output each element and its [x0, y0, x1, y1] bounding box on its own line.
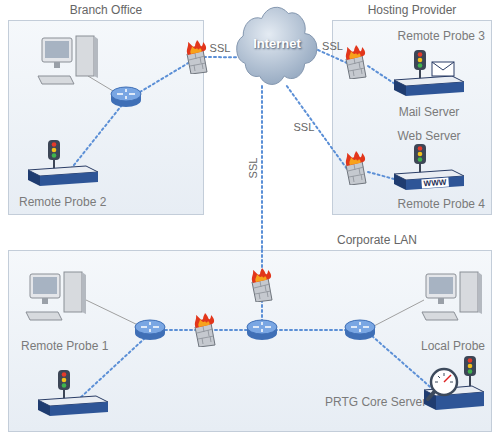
core-server-icon [468, 369, 473, 374]
cloud-label: Internet [236, 37, 318, 51]
probe-device: Remote Probe 2 [15, 141, 145, 211]
device-label: Mail Server [391, 105, 467, 119]
ssl-link [261, 86, 263, 250]
site-region: Branch OfficeRemote Probe 2 [8, 20, 204, 215]
region-heading: Corporate LAN [327, 233, 427, 247]
probe-icon [38, 370, 108, 416]
firewall-icon [195, 313, 215, 347]
ssl-link [318, 50, 347, 63]
core-server-icon [468, 364, 473, 369]
core-server-icon [444, 375, 451, 382]
router-icon [135, 320, 165, 340]
router-icon [111, 87, 141, 107]
edge-label: SSL [247, 158, 259, 179]
workstation-icon [422, 272, 482, 320]
envelope-symbol [432, 62, 454, 70]
dotted-wire [70, 105, 122, 170]
core-server-icon [435, 373, 453, 382]
gray-wire [88, 76, 118, 94]
firewall-icon [252, 268, 272, 302]
branch-devices [28, 36, 207, 186]
dotted-wire [261, 300, 263, 322]
ssl-link [287, 86, 347, 169]
envelope-symbol [432, 62, 454, 76]
edge-label: SSL [294, 121, 315, 133]
web-server-icon [394, 144, 464, 190]
device-label: Web Server [391, 129, 467, 143]
internet-cloud: Internet [236, 6, 318, 86]
network-wires [70, 62, 436, 398]
gray-wire [86, 76, 424, 326]
dotted-wire [70, 62, 436, 398]
device-label: PRTG Core Server [325, 395, 426, 409]
core-server-icon [428, 391, 435, 399]
site-region: Corporate LANRemote Probe 1Local ProbePR… [8, 250, 492, 432]
core-server: Local ProbePRTG Core Server [321, 337, 489, 427]
mail-server: Remote Probe 3 Mail Server [347, 27, 489, 123]
core-server-icon [431, 369, 457, 395]
core-server-icon [469, 376, 471, 390]
core-server-icon [424, 390, 436, 410]
firewall-icon [346, 151, 366, 185]
edge-label: SSL [210, 42, 231, 54]
gray-wire [86, 300, 140, 326]
probe-icon [28, 140, 98, 186]
dotted-wire [150, 329, 360, 331]
firewall-icon [346, 45, 366, 79]
ssl-link [204, 56, 236, 58]
envelope-symbol [432, 62, 454, 76]
core-server-icon [424, 386, 484, 396]
probe-device: Remote Probe 1 [17, 337, 147, 427]
dotted-wire [261, 250, 263, 272]
workstation-icon [38, 36, 98, 84]
gray-wire [374, 300, 424, 326]
dotted-wire [372, 336, 436, 392]
device-label: Local Probe [421, 339, 485, 353]
workstation-icon [26, 272, 86, 320]
core-server-icon [468, 358, 473, 363]
core-server-icon [464, 356, 476, 376]
web-server: Web ServerRemote Probe 4 [347, 129, 489, 213]
core-server-icon [424, 356, 484, 410]
site-region: Hosting ProviderRemote Probe 3Mail Serve… [332, 20, 492, 215]
router-icon [247, 320, 277, 340]
device-label: Remote Probe 1 [21, 339, 108, 353]
region-heading: Branch Office [9, 3, 203, 17]
hosting-devices [346, 45, 464, 190]
firewall-icon [187, 40, 207, 74]
device-label: Remote Probe 3 [398, 29, 485, 43]
router-icon [345, 320, 375, 340]
region-heading: Hosting Provider [333, 3, 491, 17]
device-label: Remote Probe 2 [19, 195, 106, 209]
core-server-icon [436, 392, 484, 410]
dotted-wire [368, 172, 398, 180]
corporate-devices [26, 268, 484, 416]
mail-server-icon [394, 50, 464, 96]
dotted-wire [368, 66, 398, 86]
dotted-wire [140, 62, 190, 92]
dotted-wire [80, 338, 145, 398]
device-label: Remote Probe 4 [398, 197, 485, 211]
